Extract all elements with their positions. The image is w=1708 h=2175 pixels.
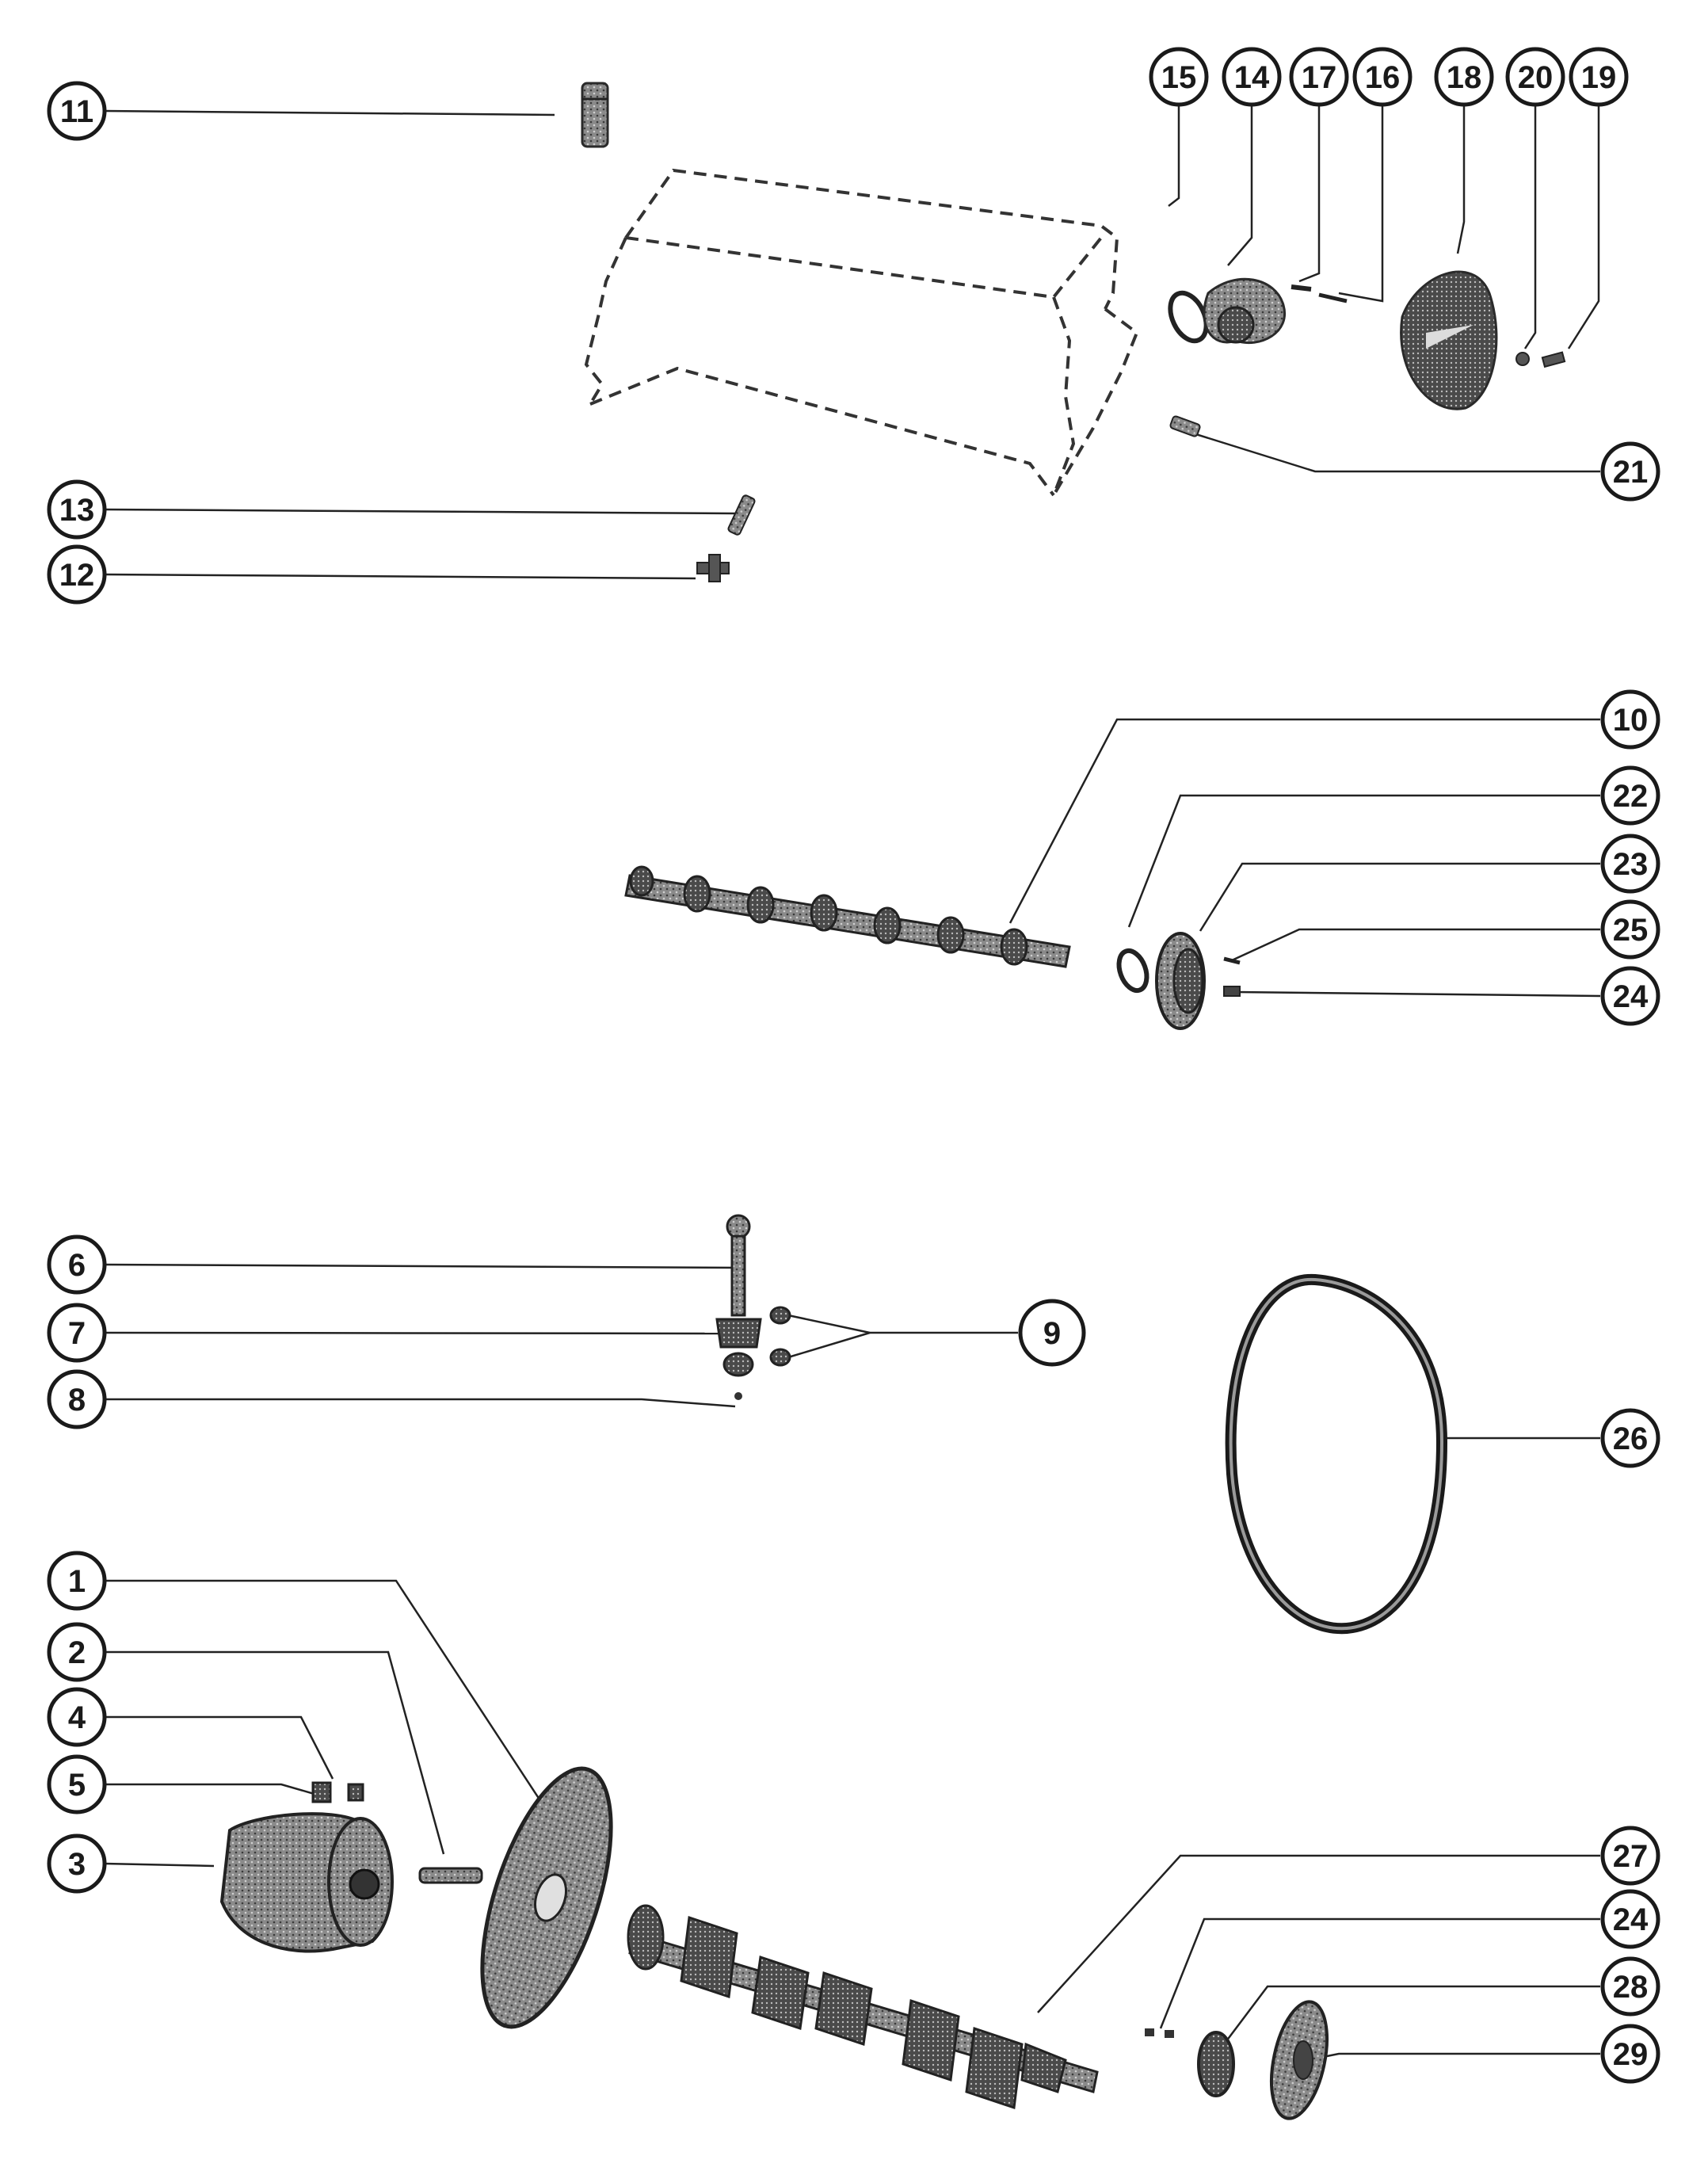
callout-24-lower: 24 [1600,1889,1660,1949]
svg-text:9: 9 [1043,1316,1061,1351]
callout-26: 26 [1600,1408,1660,1468]
svg-text:28: 28 [1613,1970,1649,2005]
callout-11: 11 [47,81,107,141]
washer-icon [1515,352,1530,366]
svg-text:11: 11 [60,94,93,129]
crankshaft-icon [627,1904,1099,2110]
callout-12: 12 [47,544,107,605]
callout-24-upper: 24 [1600,966,1660,1026]
stud-icon-2 [418,1867,483,1884]
callout-16: 16 [1352,47,1413,107]
callout-8: 8 [47,1369,107,1429]
callout-10: 10 [1600,689,1660,750]
callout-18: 18 [1434,47,1494,107]
svg-text:12: 12 [59,558,95,593]
svg-text:26: 26 [1613,1421,1649,1456]
svg-text:25: 25 [1613,913,1649,948]
connecting-rod-icon [715,1214,762,1400]
callout-29: 29 [1600,2024,1660,2084]
gasket-icon [1168,290,1209,344]
callout-1: 1 [47,1551,107,1611]
callout-7: 7 [47,1303,107,1363]
svg-text:15: 15 [1161,60,1197,95]
pulley-icon [1400,270,1498,410]
damper-icon [1270,2000,1329,2120]
svg-text:13: 13 [59,493,95,528]
callout-14: 14 [1222,47,1282,107]
key-icon-crank [1145,2028,1174,2038]
svg-text:3: 3 [68,1847,86,1882]
svg-text:1: 1 [68,1564,86,1599]
belt-icon [1225,1273,1448,1635]
svg-text:8: 8 [68,1383,86,1418]
svg-text:22: 22 [1613,779,1649,814]
key-icon [1223,986,1241,997]
svg-text:7: 7 [68,1316,86,1351]
plug-icon [1169,415,1201,437]
valve-lifter-icon [581,82,609,148]
callout-3: 3 [47,1833,107,1894]
stud-icon-13 [727,494,756,536]
svg-text:20: 20 [1518,60,1554,95]
water-pump-icon [1203,277,1287,345]
svg-text:24: 24 [1613,979,1649,1014]
fitting-icon [696,554,730,582]
svg-text:24: 24 [1613,1902,1649,1937]
callout-15: 15 [1149,47,1209,107]
callout-25: 25 [1600,899,1660,960]
callout-5: 5 [47,1754,107,1814]
callout-21: 21 [1600,441,1660,502]
camshaft-icon [624,865,1071,968]
svg-text:21: 21 [1613,455,1649,490]
bolt-icon-19 [1541,351,1566,368]
callout-28: 28 [1600,1956,1660,2017]
callout-23: 23 [1600,834,1660,894]
coupler-icon [219,1812,394,1953]
thrust-plate-icon [1116,948,1149,994]
svg-text:23: 23 [1613,847,1649,882]
callout-4: 4 [47,1687,107,1747]
svg-text:27: 27 [1613,1839,1649,1874]
callout-6: 6 [47,1234,107,1295]
engine-block-outline-icon [584,168,1139,497]
crank-gear-icon [1197,2031,1235,2097]
svg-text:18: 18 [1447,60,1482,95]
callout-2: 2 [47,1622,107,1682]
svg-text:29: 29 [1613,2037,1649,2072]
svg-text:4: 4 [68,1700,86,1735]
svg-text:14: 14 [1234,60,1270,95]
svg-text:17: 17 [1302,60,1337,95]
cam-gear-icon [1155,932,1206,1030]
svg-text:10: 10 [1613,703,1649,738]
svg-text:5: 5 [68,1768,86,1803]
callout-9: 9 [1018,1299,1086,1367]
bolt-icon-25 [1223,956,1241,965]
bearing-icon [769,1306,791,1367]
callout-22: 22 [1600,765,1660,826]
callout-27: 27 [1600,1826,1660,1886]
svg-text:6: 6 [68,1248,86,1283]
callout-13: 13 [47,479,107,540]
svg-text:2: 2 [68,1635,86,1670]
svg-text:16: 16 [1365,60,1401,95]
bolt-icon-17 [1291,284,1312,292]
bolt-icon-16 [1318,292,1348,303]
leader-lines [104,103,1601,2062]
callout-19: 19 [1569,47,1629,107]
callout-20: 20 [1505,47,1565,107]
flywheel-icon [480,1766,613,2029]
callout-17: 17 [1289,47,1349,107]
nut-icon [311,1781,364,1803]
svg-text:19: 19 [1581,60,1617,95]
